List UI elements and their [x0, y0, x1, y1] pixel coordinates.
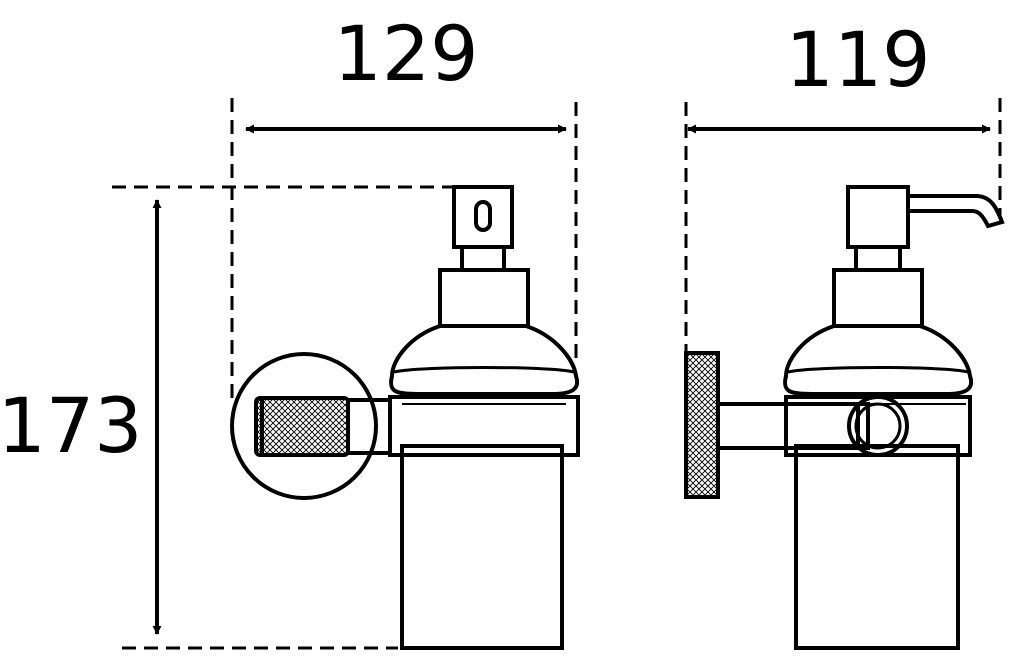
front-shoulder-line	[393, 366, 575, 374]
side-shoulder-line	[787, 366, 969, 374]
front-bottle-shoulder	[389, 324, 580, 396]
side-pivot-knob-outer	[847, 395, 909, 457]
side-arm	[716, 402, 870, 450]
side-wall-plate	[684, 351, 720, 499]
height-dimension: 173	[0, 185, 458, 650]
front-pump-head	[452, 185, 514, 249]
height-label: 173	[0, 381, 143, 470]
side-arm-front	[716, 402, 860, 450]
side-width-label: 119	[785, 15, 930, 104]
front-holder-ring	[388, 395, 580, 457]
side-pump-spout	[906, 194, 1005, 229]
side-bottle-body	[794, 444, 960, 650]
front-pump-neck	[460, 245, 506, 272]
front-width-label: 129	[333, 9, 478, 98]
front-knurled-arm	[254, 396, 350, 457]
side-bottle-shoulder	[783, 324, 974, 396]
side-pump-collar	[832, 268, 924, 328]
front-bottle-body	[400, 444, 564, 650]
front-pump-slot	[474, 200, 492, 232]
front-view	[230, 185, 580, 650]
side-width-dimension: 119	[684, 15, 1002, 352]
side-pump-head	[846, 185, 910, 249]
front-arm-connector	[346, 398, 392, 455]
front-pump-collar	[438, 268, 530, 328]
side-pump-neck	[854, 245, 902, 272]
front-wall-rosette	[230, 352, 378, 500]
side-view	[684, 185, 1005, 650]
front-width-dimension: 129	[230, 9, 578, 400]
side-pivot-knob-inner	[854, 402, 902, 450]
